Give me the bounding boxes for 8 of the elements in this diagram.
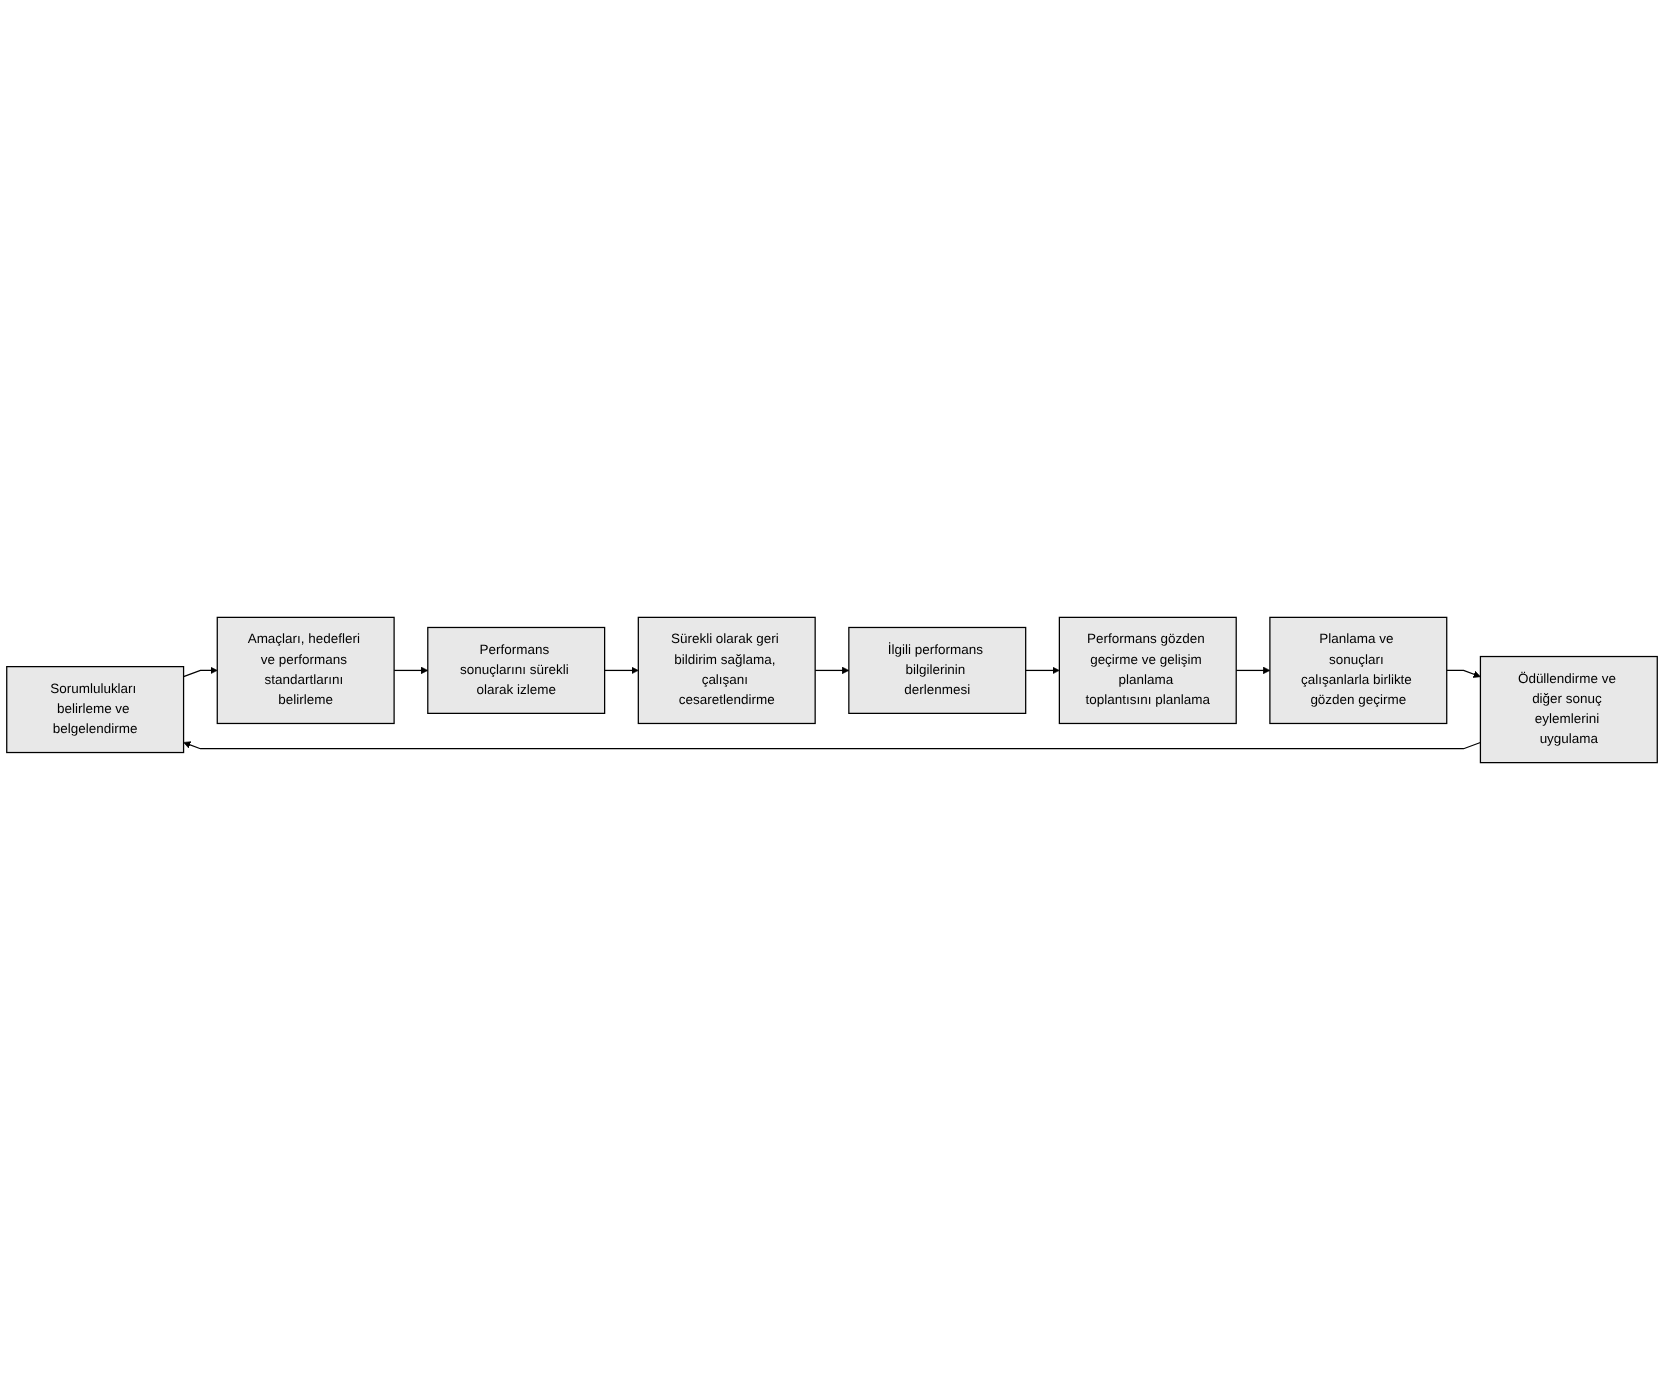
arrow [1446, 669, 1481, 678]
arrow [183, 741, 1482, 750]
arrow [393, 666, 429, 675]
arrow [182, 666, 218, 678]
arrow [604, 666, 639, 675]
arrow [814, 666, 850, 675]
arrow [1025, 666, 1060, 675]
arrow [1235, 666, 1271, 675]
